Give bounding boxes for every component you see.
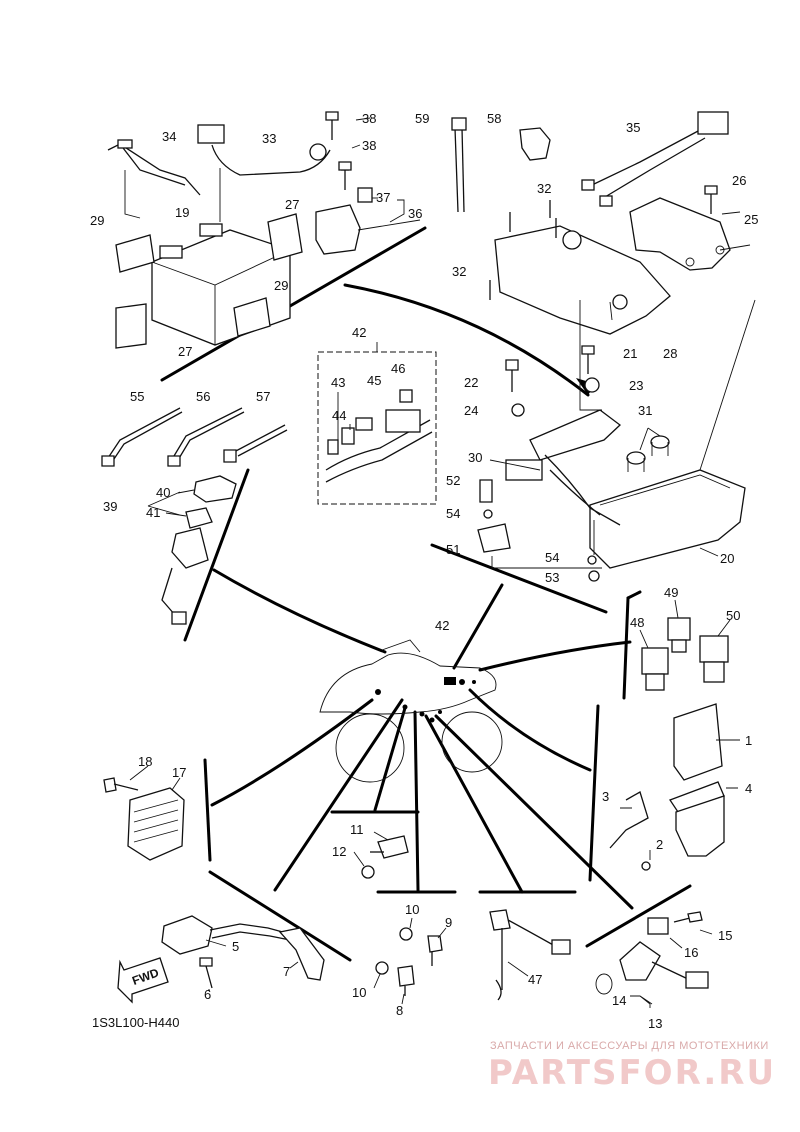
label-27a: 27 [285,197,299,212]
label-30: 30 [468,450,482,465]
label-29b: 29 [274,278,288,293]
label-24: 24 [464,403,478,418]
ties-and-switch [101,407,288,625]
label-38b: 38 [362,138,376,153]
label-42b: 42 [435,618,449,633]
label-25: 25 [744,212,758,227]
relays [639,599,731,691]
sensor-11-12 [353,831,409,879]
label-54b: 54 [545,550,559,565]
label-36: 36 [408,206,422,221]
label-46: 46 [391,361,405,376]
label-13: 13 [648,1016,662,1031]
label-19: 19 [175,205,189,220]
label-17: 17 [172,765,186,780]
diagram-code: 1S3L100-H440 [92,1015,179,1030]
label-5: 5 [232,939,239,954]
label-44: 44 [332,408,346,423]
label-15: 15 [718,928,732,943]
sensors-8-9-10 [373,917,447,1005]
group-brackets [160,226,692,962]
label-10a: 10 [405,902,419,917]
watermark-brand: PARTSFOR.RU [488,1053,776,1093]
label-22: 22 [464,375,478,390]
part-labels: 34 33 38 38 37 36 19 29 27 29 27 59 58 3… [90,111,758,1031]
label-47: 47 [528,972,542,987]
label-38a: 38 [362,111,376,126]
label-20: 20 [720,551,734,566]
label-28: 28 [663,346,677,361]
label-10b: 10 [352,985,366,1000]
label-8: 8 [396,1003,403,1018]
label-56: 56 [196,389,210,404]
label-57: 57 [256,389,270,404]
label-37: 37 [376,190,390,205]
electrical-box [477,299,756,582]
sensors-13-16 [595,911,713,1008]
label-34: 34 [162,129,176,144]
label-2: 2 [656,837,663,852]
label-53: 53 [545,570,559,585]
label-7: 7 [283,964,290,979]
label-58: 58 [487,111,501,126]
label-51: 51 [446,542,460,557]
label-16: 16 [684,945,698,960]
battery-group [107,111,421,349]
label-45: 45 [367,373,381,388]
label-9: 9 [445,915,452,930]
label-59: 59 [415,111,429,126]
label-3: 3 [602,789,609,804]
label-55: 55 [130,389,144,404]
label-21: 21 [623,346,637,361]
label-42a: 42 [352,325,366,340]
label-49: 49 [664,585,678,600]
label-32a: 32 [537,181,551,196]
label-1: 1 [745,733,752,748]
label-23: 23 [629,378,643,393]
watermark-tagline: ЗАПЧАСТИ И АКСЕССУАРЫ ДЛЯ МОТОТЕХНИКИ [490,1040,769,1052]
watermark: ЗАПЧАСТИ И АКСЕССУАРЫ ДЛЯ МОТОТЕХНИКИ PA… [488,1040,776,1093]
ignition-coil [161,915,325,991]
label-18: 18 [138,754,152,769]
label-50: 50 [726,608,740,623]
label-31: 31 [638,403,652,418]
label-12: 12 [332,844,346,859]
label-27b: 27 [178,344,192,359]
sensor-47 [489,909,571,1001]
label-39: 39 [103,499,117,514]
label-33: 33 [262,131,276,146]
label-41: 41 [146,505,160,520]
label-4: 4 [745,781,752,796]
wiring-harness-group [317,342,437,505]
label-29a: 29 [90,213,104,228]
label-6: 6 [204,987,211,1002]
fwd-arrow [117,957,169,1004]
label-52: 52 [446,473,460,488]
label-54a: 54 [446,506,460,521]
motorcycle-outline [319,639,503,783]
label-48: 48 [630,615,644,630]
label-11: 11 [350,822,364,837]
top-parts [451,111,751,335]
label-32b: 32 [452,264,466,279]
label-43: 43 [331,375,345,390]
label-40: 40 [156,485,170,500]
rectifier [103,765,185,861]
label-35: 35 [626,120,640,135]
label-26: 26 [732,173,746,188]
label-14: 14 [612,993,626,1008]
ecu-group [609,703,740,871]
